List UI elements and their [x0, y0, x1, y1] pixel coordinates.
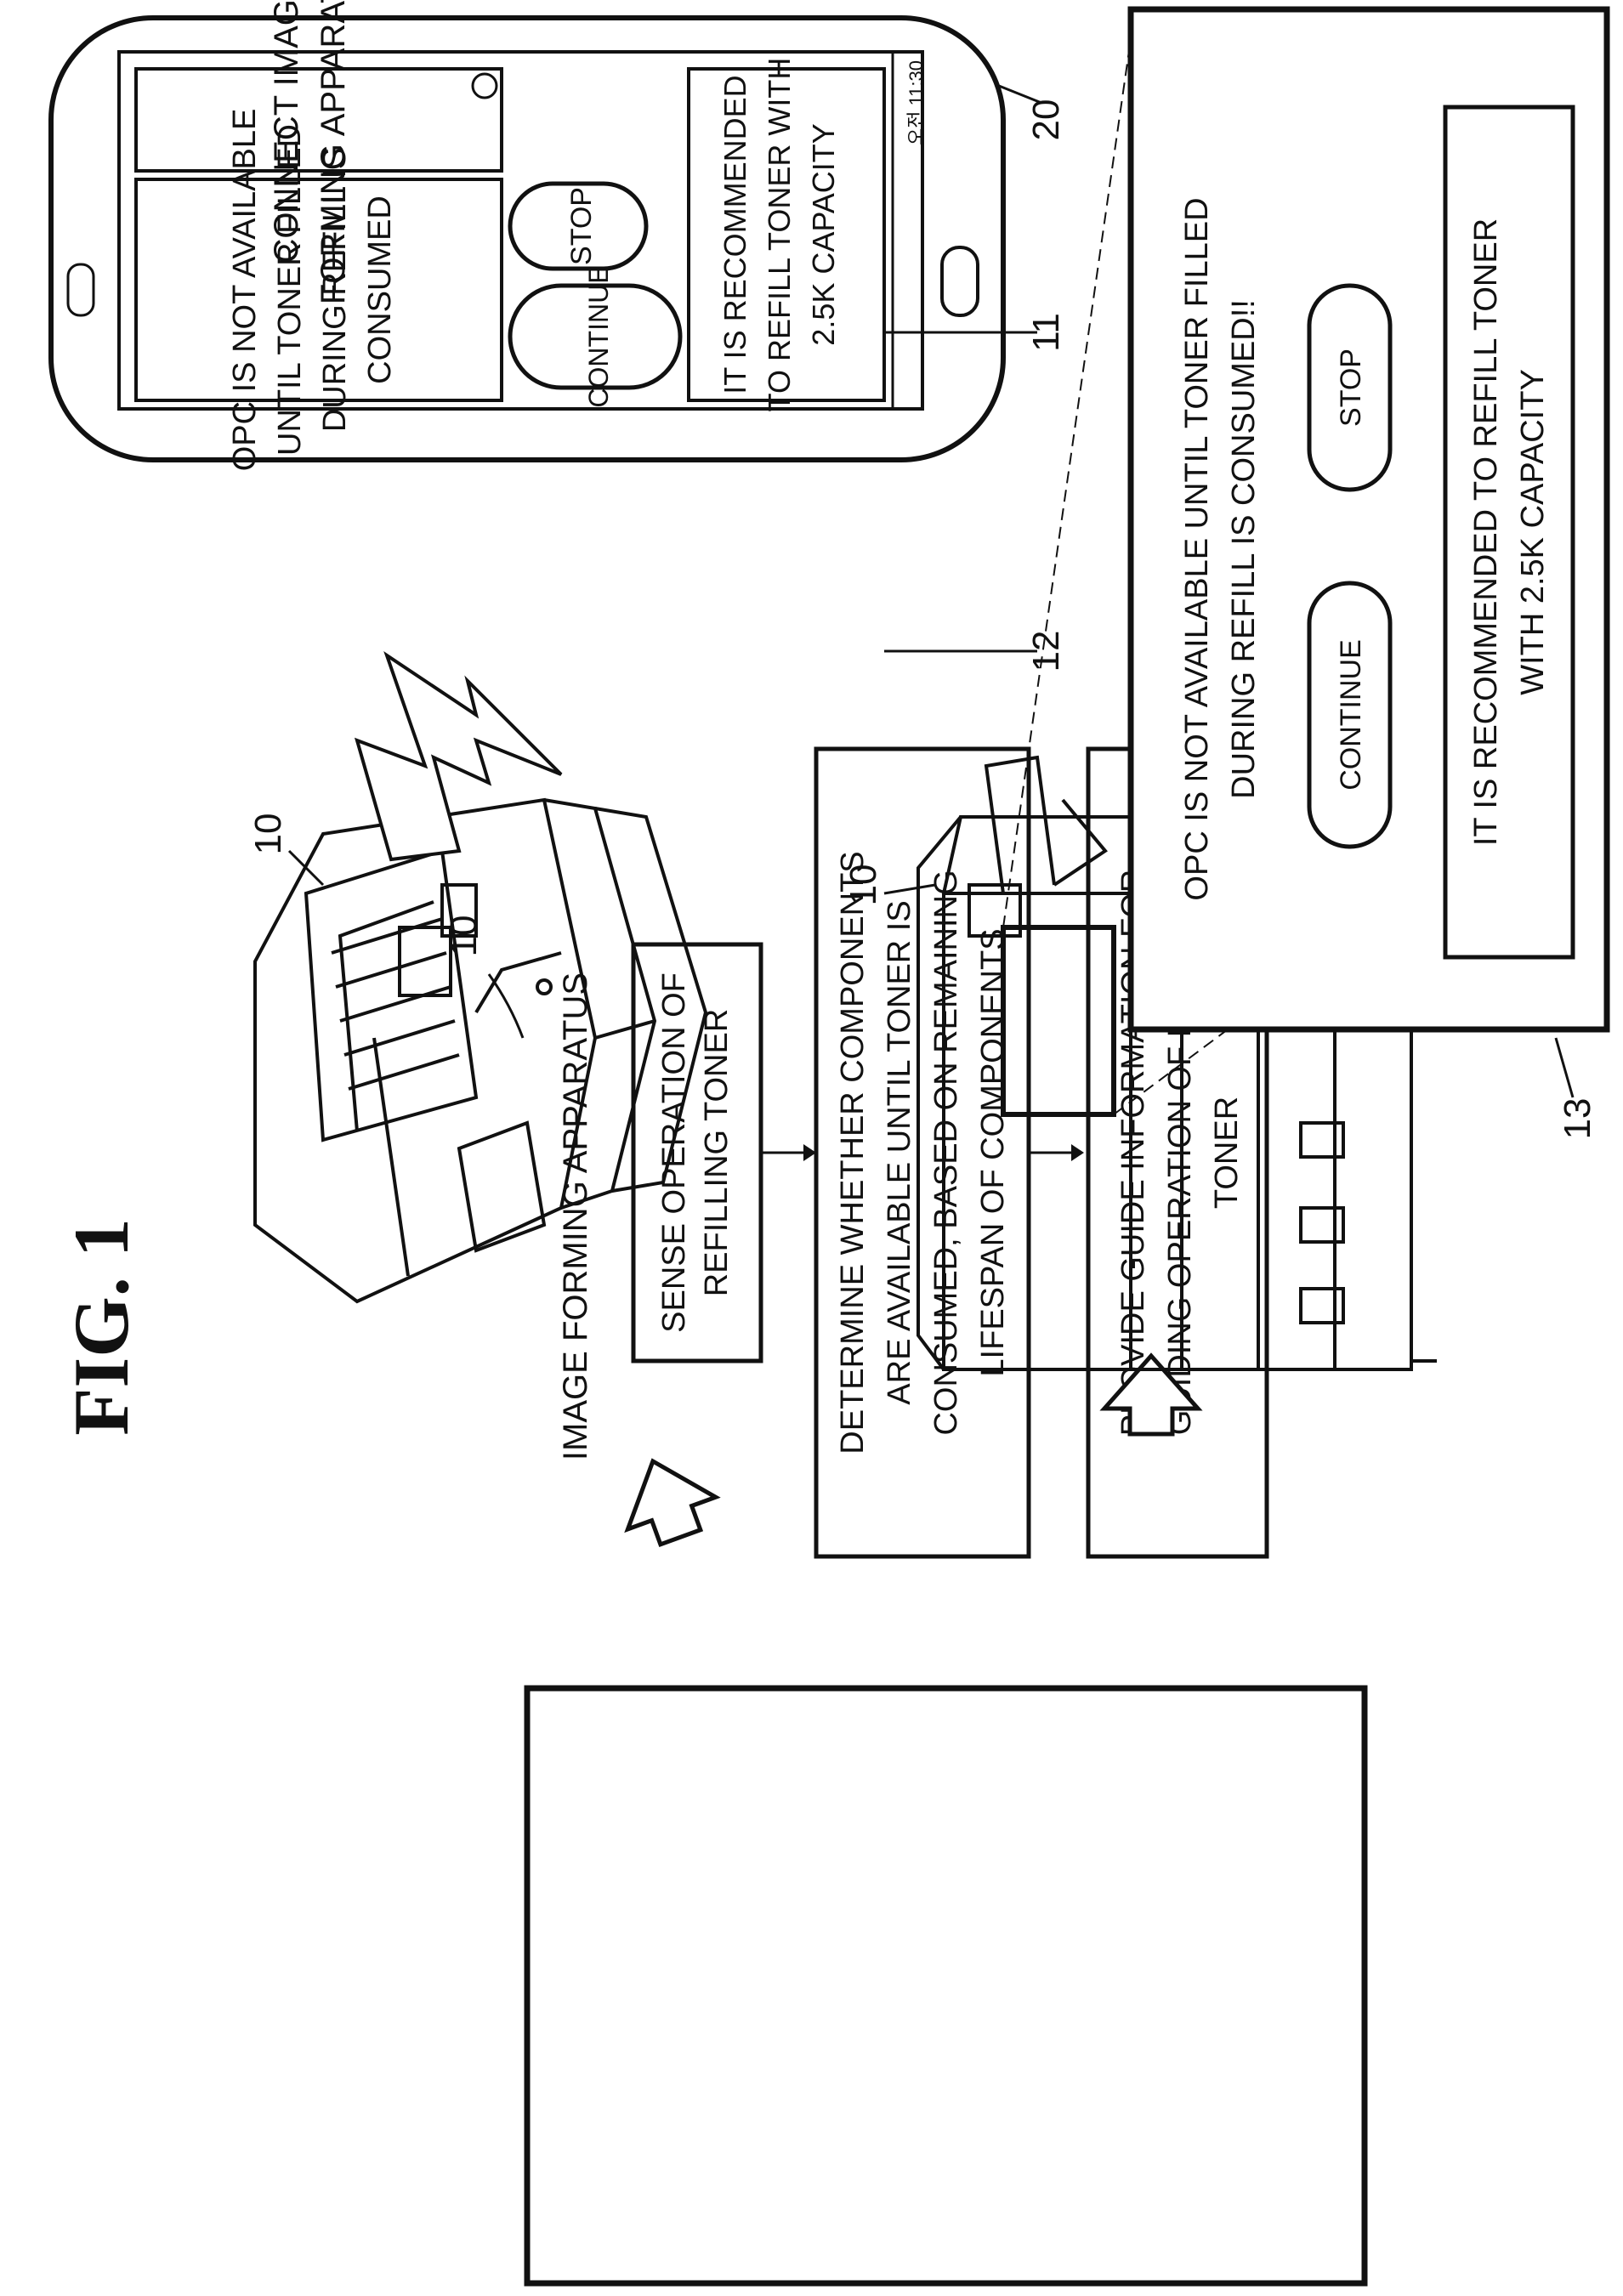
flowchart-arrowhead-2 [1071, 1144, 1084, 1161]
leader-panel-popup [1556, 1038, 1573, 1097]
phone-status-bar-text: 오전 11:30 [905, 60, 927, 145]
flowchart-step-3-line-3: TONER [1209, 1097, 1245, 1209]
desktop-printer-illustration [255, 800, 706, 1301]
panel-popup-continue-label[interactable]: CONTINUE [1335, 639, 1367, 791]
flowchart-title-label: IMAGE FORMING APPARATUS [557, 972, 594, 1460]
ref-numeral-phone: 20 [1025, 99, 1067, 141]
phone-recommendation-line-1: IT IS RECOMMENDED [718, 75, 752, 394]
phone-message-line-1: OPC IS NOT AVAILABLE [227, 109, 263, 472]
panel-popup-stop-label[interactable]: STOP [1335, 349, 1367, 427]
phone-stop-label[interactable]: STOP [565, 187, 598, 265]
leader-printer-bottom [884, 885, 935, 893]
flowchart-step-1-line-1: SENSE OPERATION OF [656, 972, 692, 1333]
panel-popup: OPC IS NOT AVAILABLE UNTIL TONER FILLED … [1131, 9, 1607, 1029]
flowchart-step-2-line-2: ARE AVAILABLE UNTIL TONER IS [882, 900, 917, 1404]
flowchart: IMAGE FORMING APPARATUS IMAGE FORMING AP… [527, 1688, 1365, 2283]
mfp-control-panel-screen [1003, 927, 1114, 1114]
leader-printer-top [289, 851, 323, 885]
panel-popup-message-line-2: DURING REFILL IS CONSUMED!! [1226, 299, 1262, 799]
phone-message-line-3: DURING REFILL IS [317, 148, 353, 432]
panel-popup-recommendation-line-1: IT IS RECOMMENDED TO REFILL TONER [1468, 218, 1504, 846]
leader-flowchart [489, 974, 523, 1038]
panel-popup-message-line-1: OPC IS NOT AVAILABLE UNTIL TONER FILLED [1179, 197, 1215, 900]
leader-phone [999, 86, 1041, 103]
panel-popup-recommendation-line-2: WITH 2.5K CAPACITY [1515, 369, 1551, 695]
flowchart-step-1-box [633, 944, 761, 1361]
flowchart-step-2-line-3: CONSUMED, BASED ON REMAINING [928, 870, 964, 1435]
phone-recommendation-line-3: 2.5K CAPACITY [806, 123, 841, 345]
arrow-to-top-printer [609, 1445, 724, 1553]
phone-recommendation-line-2: TO REFILL TONER WITH [762, 58, 797, 412]
flowchart-outer-box [527, 1688, 1365, 2283]
phone-body [51, 18, 1003, 460]
smartphone [51, 18, 1003, 460]
ref-numeral-panel-popup: 13 [1557, 1098, 1598, 1140]
phone-continue-label[interactable]: CONTINUE [583, 265, 614, 407]
ref-numeral-printer-top: 10 [247, 814, 289, 855]
flowchart-step-2-line-1: DETERMINE WHETHER COMPONENTS [835, 851, 871, 1454]
ref-numeral-flowchart: 10 [443, 916, 485, 957]
ref-numeral-printer-bottom: 10 [843, 865, 884, 906]
phone-message-line-2: UNTIL TONER FILLED [272, 124, 308, 456]
phone-message-line-4: CONSUMED [362, 196, 398, 384]
figure-title: FIG. 1 [58, 1218, 145, 1436]
projection-line-1 [1003, 9, 1135, 927]
flowchart-step-1-line-2: REFILLING TONER [699, 1009, 735, 1297]
wireless-signal-icon [357, 655, 561, 859]
